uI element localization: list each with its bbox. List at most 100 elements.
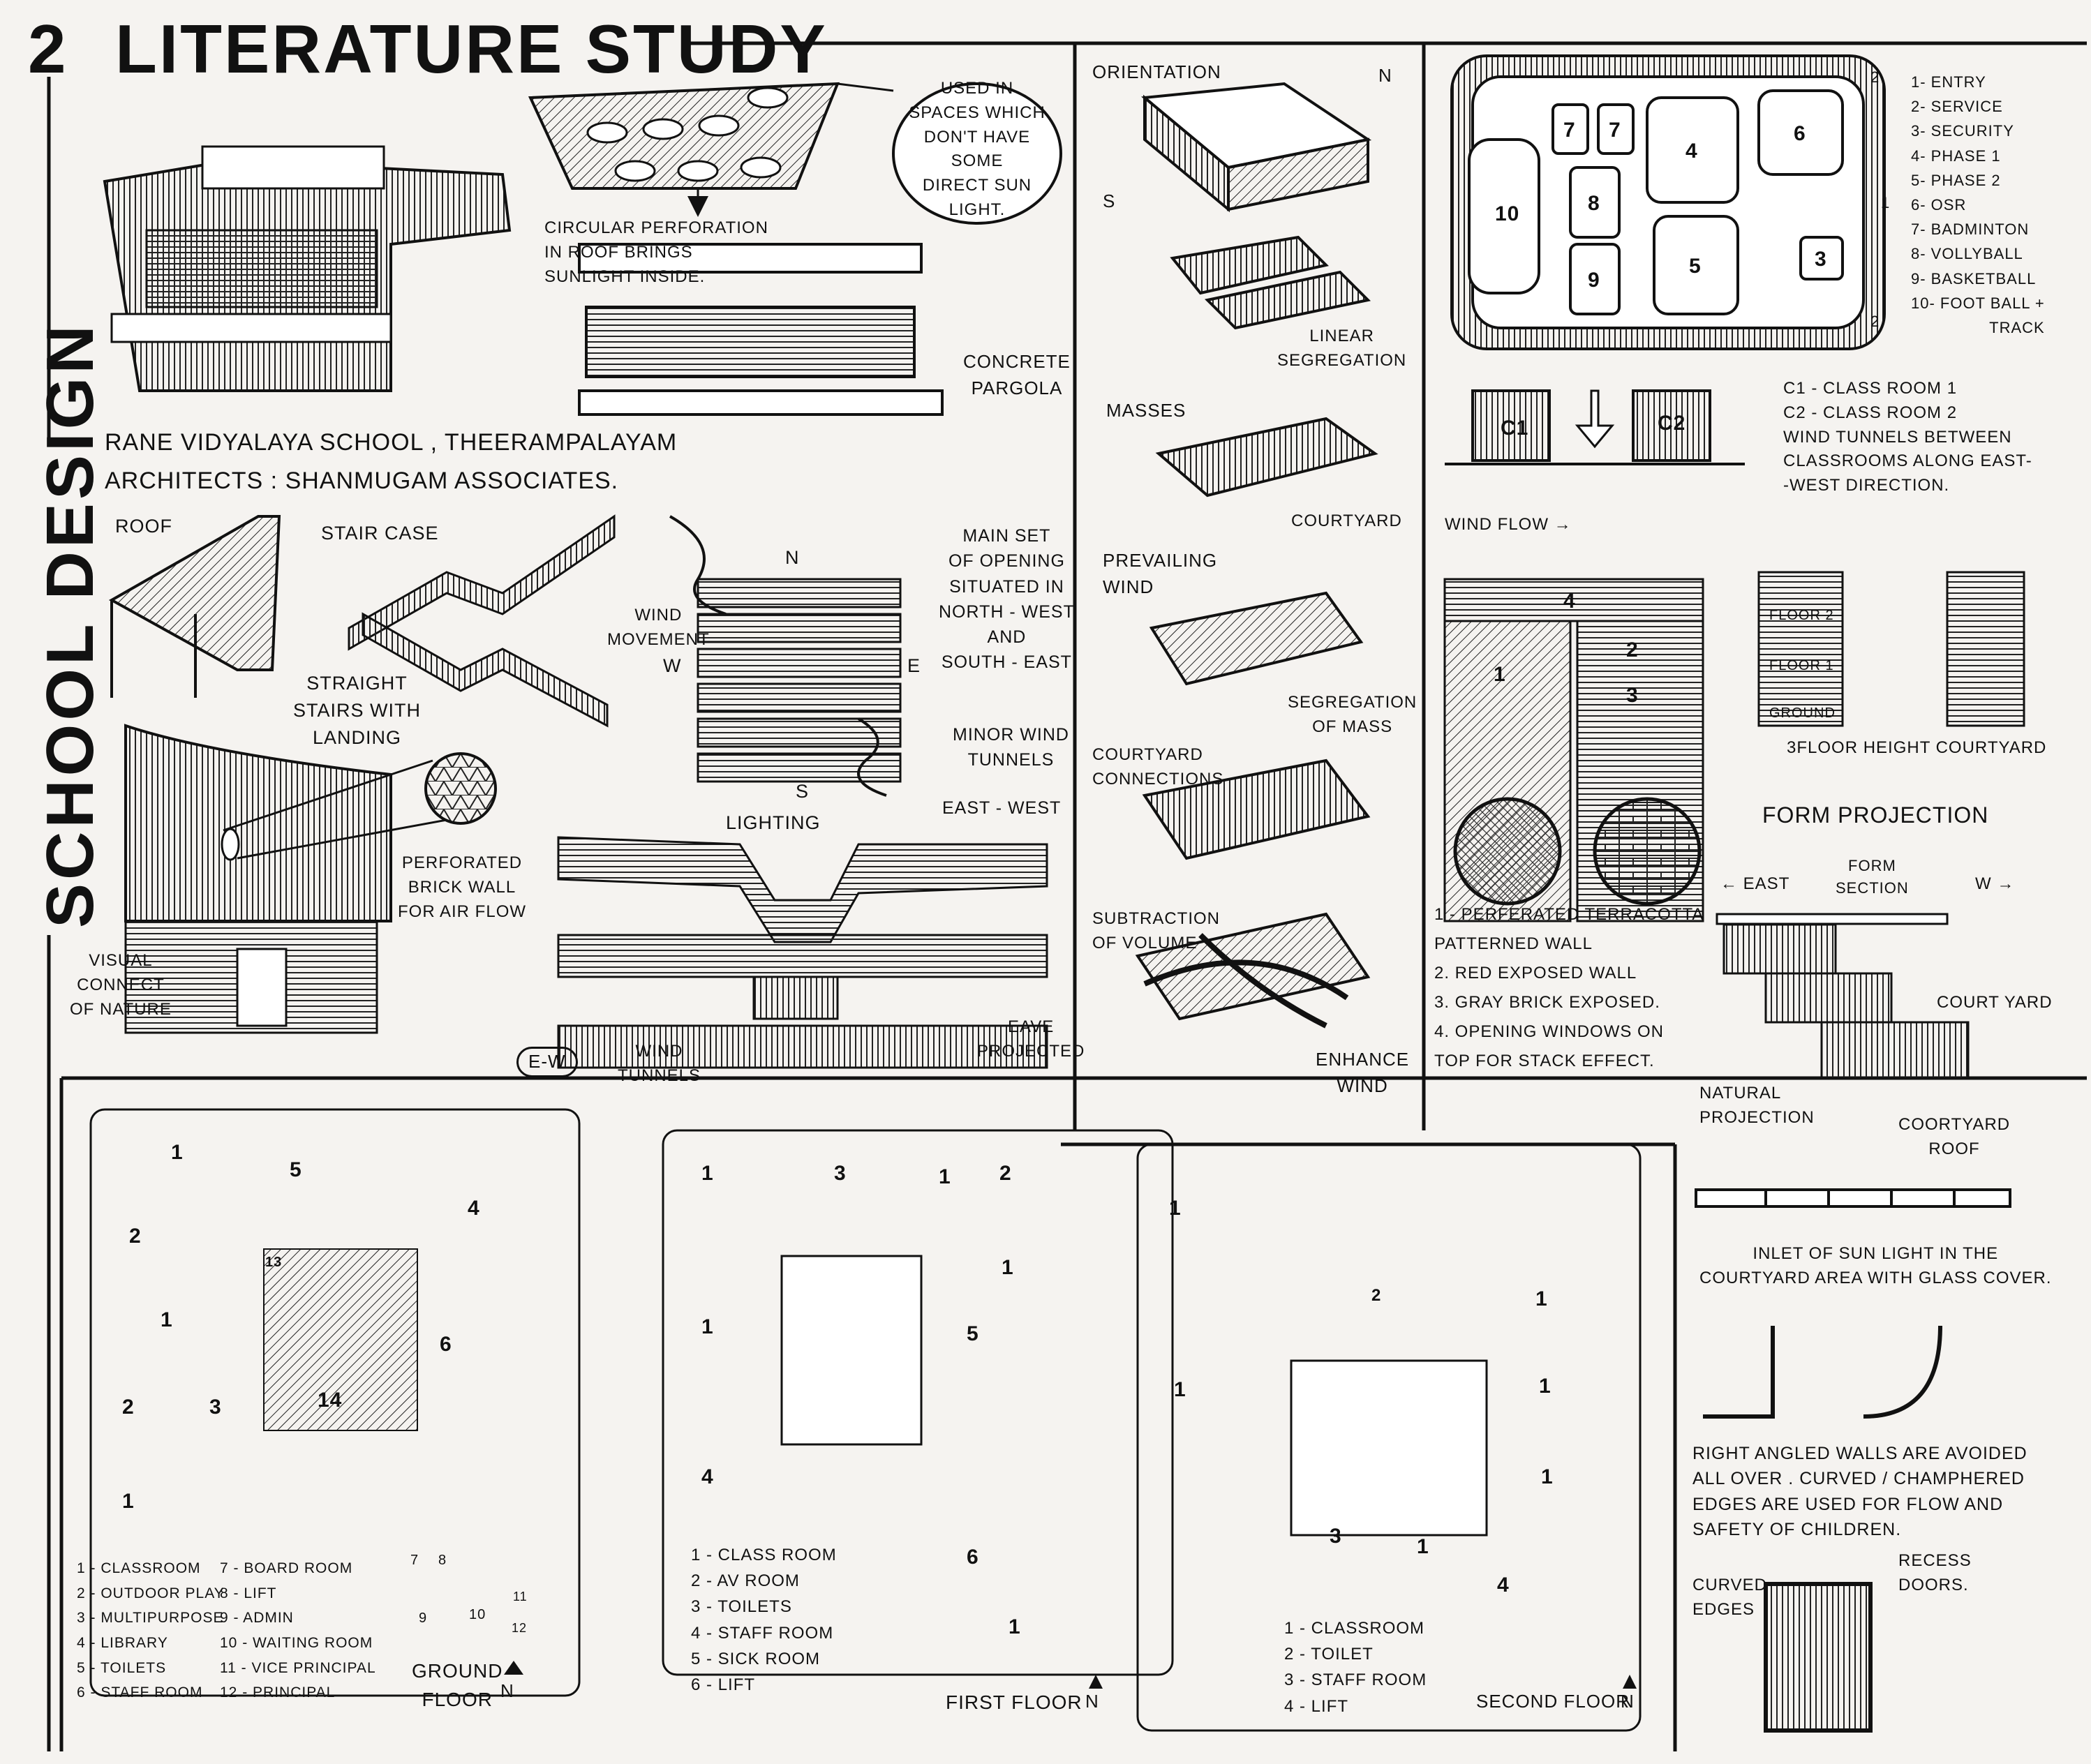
perforation-note: USED IN SPACES WHICH DON'T HAVE SOME DIR… xyxy=(909,79,1046,219)
legend-item: 4 - LIFT xyxy=(1284,1696,1349,1716)
gf-room: 11 xyxy=(513,1590,528,1604)
project-name: RANE VIDYALAYA SCHOOL , THEERAMPALAYAM xyxy=(105,429,678,456)
roof-label: ROOF xyxy=(115,516,172,537)
site-block-10: 10 xyxy=(1495,202,1520,225)
ff-legend: 1 - CLASS ROOM 2 - AV ROOM 3 - TOILETS 4… xyxy=(691,1542,837,1698)
roof-perforation-sketch xyxy=(528,82,840,217)
legend-item: 2 - OUTDOOR PLAY xyxy=(77,1585,225,1601)
legend-item: 8 - LIFT xyxy=(220,1585,277,1601)
c1-label: C1 xyxy=(1501,417,1529,440)
classroom-note: C1 - CLASS ROOM 1 C2 - CLASS ROOM 2 WIND… xyxy=(1783,379,2032,495)
compass-east: E xyxy=(907,655,921,676)
segregation-of-mass-label: SEGREGATION OF MASS xyxy=(1288,693,1417,736)
perforated-brick-label: PERFORATED BRICK WALL FOR AIR FLOW xyxy=(398,853,527,921)
staircase-label: STAIR CASE xyxy=(321,523,439,544)
orientation-s: S xyxy=(1103,190,1116,211)
note-leader xyxy=(837,82,894,92)
floor2-label: FLOOR 2 xyxy=(1769,608,1834,623)
site-block-3: 3 xyxy=(1815,248,1827,271)
ff-north: N xyxy=(1085,1691,1099,1712)
legend-item: 9 - ADMIN xyxy=(220,1610,294,1627)
recess-doors-label: RECESS DOORS. xyxy=(1898,1551,1972,1594)
legend-item: 4 - STAFF ROOM xyxy=(691,1623,834,1643)
side-title: SCHOOL DESIGN xyxy=(33,322,107,928)
elevation-sketch xyxy=(1443,578,1704,922)
legend-item: 3 - MULTIPURPOSE xyxy=(77,1610,224,1627)
site-legend-item: 10- FOOT BALL + TRACK xyxy=(1911,294,2045,336)
legend-item: 5 - SICK ROOM xyxy=(691,1649,821,1668)
gf-room: 6 xyxy=(440,1333,452,1356)
gf-room: 3 xyxy=(209,1396,222,1419)
lighting-section-sketch xyxy=(557,836,1048,1069)
three-floor-courtyard-label: 3FLOOR HEIGHT COURTYARD xyxy=(1787,738,2047,757)
inlet-note: INLET OF SUN LIGHT IN THE COURTYARD AREA… xyxy=(1699,1244,2052,1287)
gf-room: 1 xyxy=(171,1141,184,1164)
wind-tunnels-label: WIND TUNNELS xyxy=(618,1042,701,1085)
form-projection-title: FORM PROJECTION xyxy=(1762,802,1989,828)
sf-title: SECOND FLOOR xyxy=(1476,1691,1630,1712)
courtyard-connections-label: COURTYARD CONNECTIONS xyxy=(1092,745,1224,788)
legend-item: 11 - VICE PRINCIPAL xyxy=(220,1659,376,1676)
courtyard-label: COURTYARD xyxy=(1291,511,1402,530)
site-legend-item: 7- BADMINTON xyxy=(1911,221,2030,239)
staircase-sketch xyxy=(348,514,616,728)
pergola-sketch xyxy=(578,243,944,416)
ff-title: FIRST FLOOR xyxy=(946,1691,1082,1713)
elevation-label-3: 3 xyxy=(1626,684,1639,707)
gf-room: 9 xyxy=(419,1610,428,1626)
ff-room: 1 xyxy=(701,1315,714,1338)
site-block-7b: 7 xyxy=(1609,119,1621,142)
site-legend-item: 2- SERVICE xyxy=(1911,98,2003,116)
wind-movement-label: WIND MOVEMENT xyxy=(607,606,710,649)
classroom-section xyxy=(1445,389,1745,465)
sf-room: 2 xyxy=(1371,1286,1382,1305)
legend-item: 2 - TOILET xyxy=(1284,1645,1374,1664)
site-block-8: 8 xyxy=(1588,192,1600,215)
legend-item: 12 - PRINCIPAL xyxy=(220,1684,336,1701)
compass-north: N xyxy=(785,547,800,568)
page-title: LITERATURE STUDY xyxy=(115,10,828,87)
sf-legend: 1 - CLASSROOM 2 - TOILET 3 - STAFF ROOM … xyxy=(1284,1615,1427,1719)
natural-projection-label: NATURAL PROJECTION xyxy=(1699,1084,1815,1127)
gf-room: 10 xyxy=(469,1607,486,1622)
legend-item: 1 - CLASSROOM xyxy=(1284,1619,1425,1638)
minor-wind-label: MINOR WIND TUNNELS xyxy=(953,725,1069,770)
circular-perforation-label: CIRCULAR PERFORATION IN ROOF BRINGS SUNL… xyxy=(544,218,768,286)
ff-room: 4 xyxy=(701,1465,714,1488)
gf-title: GROUND FLOOR xyxy=(412,1660,503,1710)
curved-edges-label: CURVED EDGES xyxy=(1692,1576,1767,1619)
concrete-pergola-label: CONCRETE PARGOLA xyxy=(963,351,1071,398)
legend-item: 4 - LIBRARY xyxy=(77,1635,168,1652)
legend-item: 7 - BOARD ROOM xyxy=(220,1560,353,1576)
site-legend-item: 9- BASKETBALL xyxy=(1911,269,2037,287)
site-legend-item: 1- ENTRY xyxy=(1911,73,1986,91)
gf-room: 14 xyxy=(318,1389,343,1412)
orientation-label: ORIENTATION xyxy=(1092,61,1221,82)
prevailing-wind-label: PREVAILING WIND xyxy=(1103,550,1218,597)
eave-projected-label: EAVE PROJECTED xyxy=(977,1017,1085,1061)
orientation-concepts xyxy=(1135,82,1378,1029)
site-marker-2-top: 2 xyxy=(1870,68,1880,86)
gf-room: 12 xyxy=(512,1621,528,1635)
courtyard-roof-sketch xyxy=(1695,1188,2011,1208)
ff-room: 3 xyxy=(834,1162,847,1185)
sf-room: 3 xyxy=(1330,1525,1342,1548)
north-arrows xyxy=(504,1661,1637,1689)
wall-corner-sketches xyxy=(1703,1325,1942,1733)
ff-room: 5 xyxy=(967,1322,979,1345)
site-block-9: 9 xyxy=(1588,269,1600,292)
note-bubble xyxy=(892,82,1062,225)
sf-room: 1 xyxy=(1417,1535,1429,1558)
lighting-label: LIGHTING xyxy=(726,812,821,833)
form-courtyard-label: COURT YARD xyxy=(1937,993,2053,1012)
gf-room: 4 xyxy=(468,1197,480,1220)
site-legend: 1- ENTRY 2- SERVICE 3- SECURITY 4- PHASE… xyxy=(1911,70,2045,340)
gf-room: 1 xyxy=(122,1490,135,1513)
sf-room: 4 xyxy=(1497,1574,1510,1597)
form-section-label: FORM SECTION xyxy=(1836,857,1909,897)
elevation-label-1: 1 xyxy=(1494,663,1506,686)
legend-item: 6 - LIFT xyxy=(691,1675,756,1694)
gf-room: 1 xyxy=(161,1308,173,1331)
site-legend-item: 4- PHASE 1 xyxy=(1911,147,2001,165)
